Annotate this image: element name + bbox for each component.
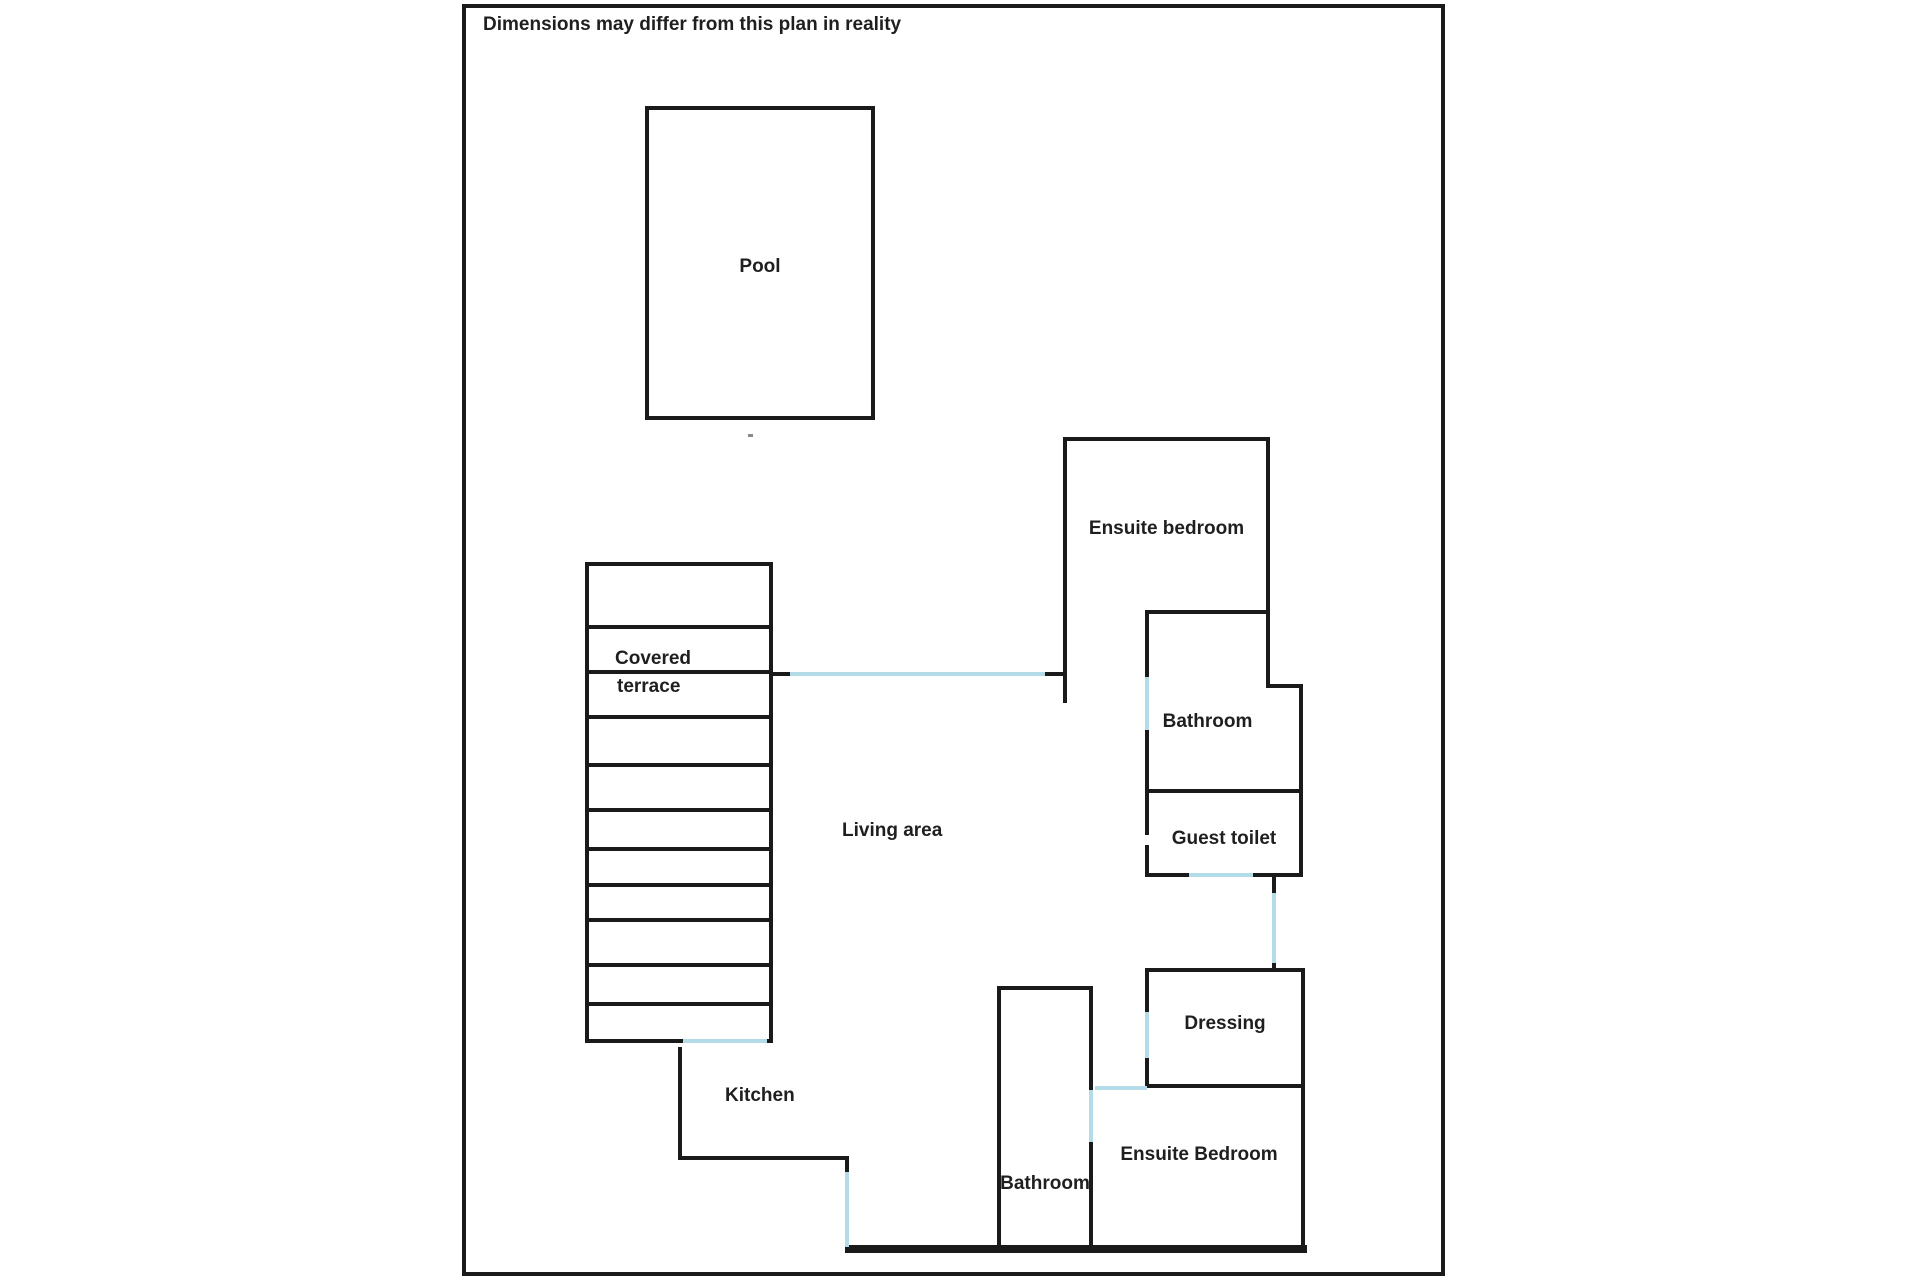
room-label-kitchen: Kitchen: [725, 1085, 795, 1106]
terrace-slat: [585, 808, 773, 812]
bathroom-bottom-wall-left: [997, 986, 1001, 1247]
pool-outline: [645, 106, 875, 420]
ensuite-top-wall-left: [1063, 437, 1067, 703]
dressing-wall-left-lower: [1145, 1058, 1149, 1088]
kitchen-wall-bottom: [678, 1156, 849, 1160]
bathroom-top-wall-right-outer: [1299, 688, 1303, 793]
room-label-ensuite-bedroom-top: Ensuite bedroom: [1088, 518, 1245, 539]
guest-toilet-wall-left-lower: [1145, 845, 1149, 875]
room-label-living-area: Living area: [842, 820, 943, 841]
bathroom-top-door: [1145, 677, 1149, 730]
terrace-slat: [585, 963, 773, 967]
bathroom-top-wall-left-upper: [1145, 610, 1149, 677]
terrace-slat: [585, 883, 773, 887]
corridor-wall-stub-upper: [1272, 877, 1276, 893]
terrace-sliding-door: [683, 1039, 767, 1043]
room-label-dressing: Dressing: [1184, 1013, 1266, 1034]
kitchen-wall-left: [678, 1047, 682, 1160]
ensuite-bottom-entry-door: [1095, 1086, 1147, 1090]
dressing-wall-bottom: [1145, 1084, 1305, 1088]
room-label-guest-toilet: Guest toilet: [1171, 828, 1277, 849]
exterior-wall-bottom: [845, 1245, 1307, 1253]
plan-disclaimer-text: Dimensions may differ from this plan in …: [483, 14, 902, 35]
bathroom-bottom-wall-top: [997, 986, 1093, 990]
corridor-door: [1272, 893, 1276, 963]
terrace-wall-bottom: [585, 1039, 773, 1043]
dressing-wall-top: [1145, 968, 1305, 972]
terrace-wall-right: [769, 562, 773, 1043]
room-label-covered-terrace-1: Covered: [615, 648, 692, 669]
terrace-slat: [585, 763, 773, 767]
guest-toilet-wall-bottom-left: [1145, 873, 1189, 877]
terrace-slat: [585, 1002, 773, 1006]
living-wall-stub-right: [1045, 672, 1067, 676]
bathroom-bottom-wall-right-lower: [1089, 1142, 1093, 1247]
living-glass-wall: [790, 672, 1045, 676]
dressing-door: [1145, 1012, 1149, 1058]
guest-toilet-door: [1189, 873, 1253, 877]
bathroom-top-wall-left-lower: [1145, 730, 1149, 793]
bathroom-top-wall-step: [1266, 684, 1303, 688]
terrace-wall-left: [585, 562, 589, 1043]
terrace-slat: [585, 715, 773, 719]
terrace-slat: [585, 918, 773, 922]
kitchen-passage-door: [845, 1172, 849, 1247]
room-label-bathroom-top: Bathroom: [1162, 711, 1253, 732]
terrace-slat: [585, 625, 773, 629]
plan-outer-border: [462, 4, 1445, 1276]
corridor-wall-stub-lower: [1272, 963, 1276, 970]
kitchen-wall-stub: [845, 1156, 849, 1172]
bathroom-bottom-door: [1089, 1090, 1093, 1142]
living-wall-stub-left: [773, 672, 790, 676]
room-label-pool: Pool: [739, 256, 781, 277]
ensuite-top-wall-right: [1266, 437, 1270, 614]
plan-artifact-dot: [748, 434, 753, 437]
guest-toilet-wall-bottom-right: [1253, 873, 1303, 877]
bathroom-top-wall-right-inner: [1266, 614, 1270, 688]
dressing-bedroom-wall-right: [1301, 968, 1305, 1249]
bathroom-top-wall-top: [1145, 610, 1270, 614]
terrace-slat: [585, 562, 773, 566]
room-label-ensuite-bedroom-bottom: Ensuite Bedroom: [1120, 1144, 1278, 1165]
ensuite-top-wall-top: [1063, 437, 1270, 441]
guest-toilet-wall-top: [1145, 789, 1303, 793]
guest-toilet-wall-left-upper: [1145, 793, 1149, 835]
room-label-bathroom-bottom: Bathroom: [1000, 1173, 1090, 1194]
dressing-wall-left-upper: [1145, 968, 1149, 1012]
guest-toilet-wall-right: [1299, 793, 1303, 877]
terrace-slat: [585, 847, 773, 851]
room-label-covered-terrace-2: terrace: [617, 676, 681, 697]
bathroom-bottom-wall-right-upper: [1089, 986, 1093, 1090]
terrace-slat: [585, 670, 773, 674]
